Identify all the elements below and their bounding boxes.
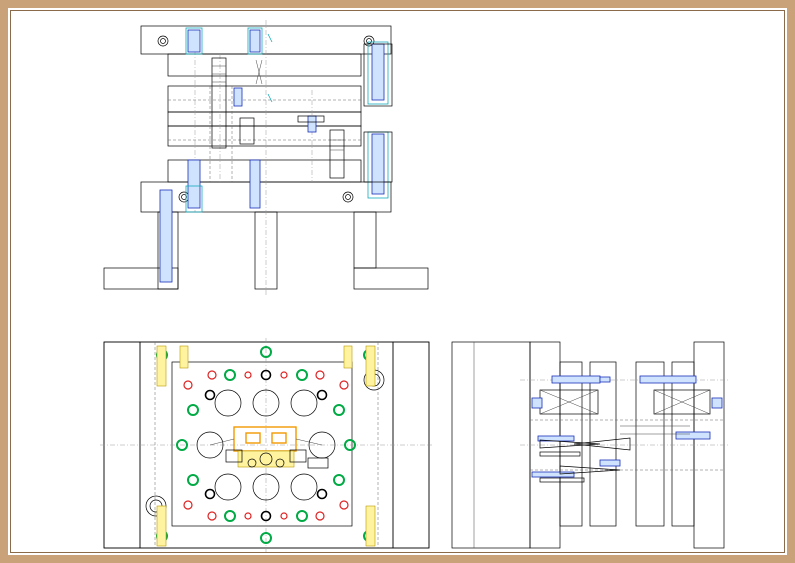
socket-screw-icon [307, 115, 317, 133]
side-section-view [451, 341, 730, 549]
socket-screw-icon [371, 133, 385, 195]
socket-screw-icon [371, 43, 385, 101]
core-plate [167, 85, 362, 113]
socket-screw-icon [187, 159, 201, 209]
plan-view [100, 338, 432, 552]
socket-screw-icon [187, 29, 201, 53]
return-pin [329, 129, 345, 179]
sprue-bushing [239, 117, 255, 145]
guide-pillar [211, 57, 227, 149]
drawing-border [10, 10, 785, 553]
spacer-block [167, 125, 362, 147]
cavity-insert-outline [171, 361, 353, 527]
right-leg [353, 211, 377, 269]
side-clamp-plate [451, 341, 531, 549]
socket-screw-icon [233, 87, 243, 107]
right-foot [353, 267, 429, 290]
cavity-plate [167, 53, 362, 77]
socket-screw-icon [249, 159, 261, 209]
front-section-view [103, 20, 429, 296]
socket-screw-icon [249, 29, 261, 53]
socket-screw-icon [159, 189, 173, 283]
runner-system [233, 426, 297, 452]
support-plate [167, 111, 362, 127]
